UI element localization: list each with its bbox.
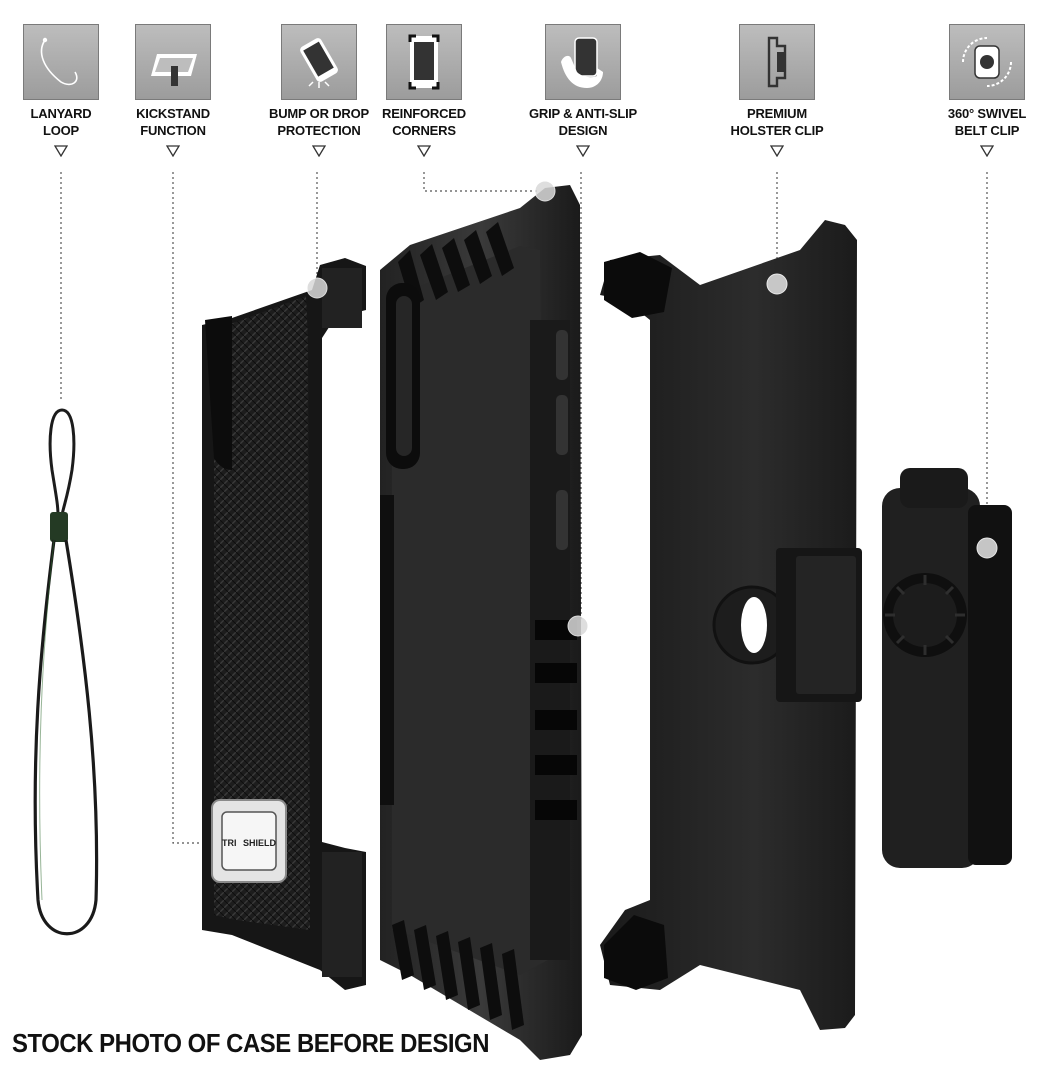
bump-dot	[306, 277, 328, 299]
feature-grip-line2: DESIGN	[558, 123, 608, 138]
chevron-down-icon	[575, 145, 591, 158]
feature-corners: REINFORCED CORNERS	[359, 24, 489, 162]
feature-bump-line2: PROTECTION	[277, 123, 361, 138]
holster-dot	[766, 273, 788, 295]
feature-kickstand-line1: KICKSTAND	[136, 106, 210, 121]
feature-grip-line1: GRIP & ANTI-SLIP	[528, 106, 638, 121]
chevron-down-icon	[979, 145, 995, 158]
swivel-clip-icon	[949, 24, 1025, 100]
corner-dot	[534, 180, 556, 202]
holster	[600, 220, 862, 1030]
swivel-dot	[976, 537, 998, 559]
swivel-belt-clip	[882, 468, 1012, 868]
drop-protection-icon	[281, 24, 357, 100]
grip-dot	[567, 615, 589, 637]
holster-clip-icon	[739, 24, 815, 100]
chevron-down-icon	[769, 145, 785, 158]
grip-slots	[535, 620, 577, 820]
feature-lanyard-line2: LOOP	[42, 123, 80, 138]
feature-grip: GRIP & ANTI-SLIP DESIGN	[518, 24, 648, 162]
grip-hand-icon	[545, 24, 621, 100]
feature-lanyard: LANYARD LOOP	[0, 24, 126, 162]
chevron-down-icon	[165, 145, 181, 158]
feature-lanyard-line1: LANYARD	[30, 106, 92, 121]
feature-corners-line2: CORNERS	[392, 123, 456, 138]
feature-kickstand-line2: FUNCTION	[140, 123, 206, 138]
front-frame-case	[380, 185, 582, 1060]
kickstand-callout-line	[172, 172, 212, 844]
corners-callout-line	[423, 172, 540, 192]
back-shell: TRI SHIELD	[202, 258, 366, 990]
callout-dots	[306, 180, 998, 637]
bottom-vents	[392, 920, 524, 1030]
feature-swivel-line1: 360° SWIVEL	[947, 106, 1027, 121]
kickstand-logo-left: TRI	[222, 838, 237, 848]
feature-corners-line1: REINFORCED	[382, 106, 466, 121]
feature-kickstand: KICKSTAND FUNCTION	[108, 24, 238, 162]
lanyard-icon	[23, 24, 99, 100]
chevron-down-icon	[416, 145, 432, 158]
stock-photo-caption: STOCK PHOTO OF CASE BEFORE DESIGN	[12, 1028, 490, 1058]
kickstand-badge	[211, 799, 287, 883]
feature-swivel-line2: BELT CLIP	[954, 123, 1020, 138]
feature-swivel: 360° SWIVEL BELT CLIP	[922, 24, 1049, 162]
feature-holster-line2: HOLSTER CLIP	[730, 123, 824, 138]
reinforced-corners-icon	[386, 24, 462, 100]
chevron-down-icon	[311, 145, 327, 158]
feature-holster-line1: PREMIUM	[747, 106, 807, 121]
lanyard-strap	[33, 408, 99, 936]
chevron-down-icon	[53, 145, 69, 158]
kickstand-logo-right: SHIELD	[243, 838, 277, 848]
feature-bump: BUMP OR DROP PROTECTION	[254, 24, 384, 162]
feature-bump-line1: BUMP OR DROP	[269, 106, 369, 121]
feature-holster: PREMIUM HOLSTER CLIP	[712, 24, 842, 162]
kickstand-icon	[135, 24, 211, 100]
